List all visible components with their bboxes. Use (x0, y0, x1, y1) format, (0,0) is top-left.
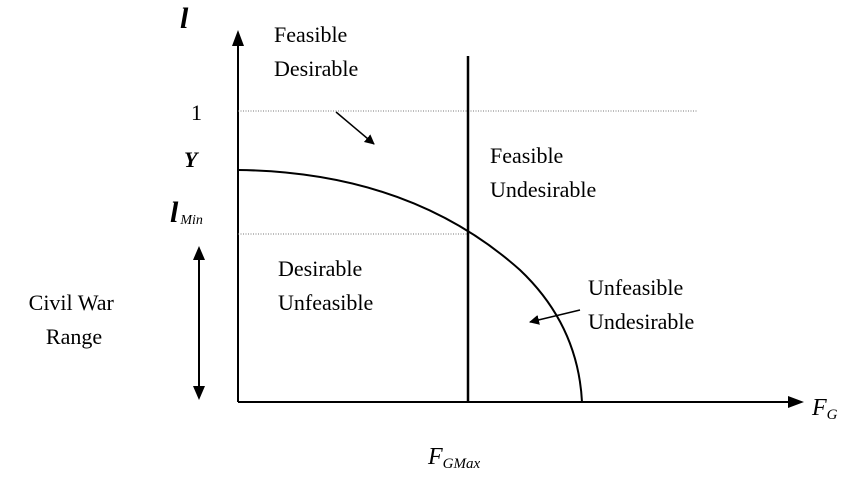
region-feasible-desirable: Feasible Desirable (274, 22, 358, 81)
civil-war-range-arrow-bottom (193, 386, 205, 400)
region-desirable-unfeasible-line2: Unfeasible (278, 290, 373, 315)
x-axis-arrowhead (788, 396, 804, 408)
region-unfeasible-undesirable: Unfeasible Undesirable (588, 275, 694, 334)
tick-label-one: 1 (191, 100, 202, 125)
y-axis-arrowhead (232, 30, 244, 46)
region-feasible-undesirable-line2: Undesirable (490, 177, 596, 202)
region-unfeasible-undesirable-line1: Unfeasible (588, 275, 683, 300)
civil-war-range-label: Civil War Range (29, 290, 120, 349)
region-unfeasible-undesirable-line2: Undesirable (588, 309, 694, 334)
region-desirable-unfeasible: Desirable Unfeasible (278, 256, 373, 315)
feasibility-frontier-curve (237, 169, 583, 403)
x-axis-symbol-main: F (811, 395, 827, 421)
l-min-symbol: l (170, 196, 179, 229)
civil-war-range-label-line2: Range (46, 324, 102, 349)
x-axis-symbol: FG (811, 395, 838, 423)
l-min-subscript: Min (179, 213, 203, 228)
region-feasible-undesirable-line1: Feasible (490, 143, 563, 168)
feasible-desirable-pointer-arrow (335, 111, 375, 145)
region-feasible-undesirable: Feasible Undesirable (490, 143, 596, 202)
f-gmax-subscript: GMax (443, 456, 481, 472)
x-axis-symbol-subscript: G (827, 407, 838, 423)
f-gmax-symbol: F (427, 444, 443, 470)
civil-war-range-arrow-top (193, 246, 205, 260)
region-desirable-unfeasible-line1: Desirable (278, 256, 362, 281)
tick-label-y: Y (184, 147, 200, 172)
unfeasible-undesirable-pointer-arrow (529, 309, 581, 325)
civil-war-range-label-line1: Civil War (29, 290, 115, 315)
y-axis-symbol: l (180, 2, 189, 35)
f-gmax-label: FGMax (427, 444, 480, 472)
region-feasible-desirable-line2: Desirable (274, 56, 358, 81)
region-feasible-desirable-line1: Feasible (274, 22, 347, 47)
